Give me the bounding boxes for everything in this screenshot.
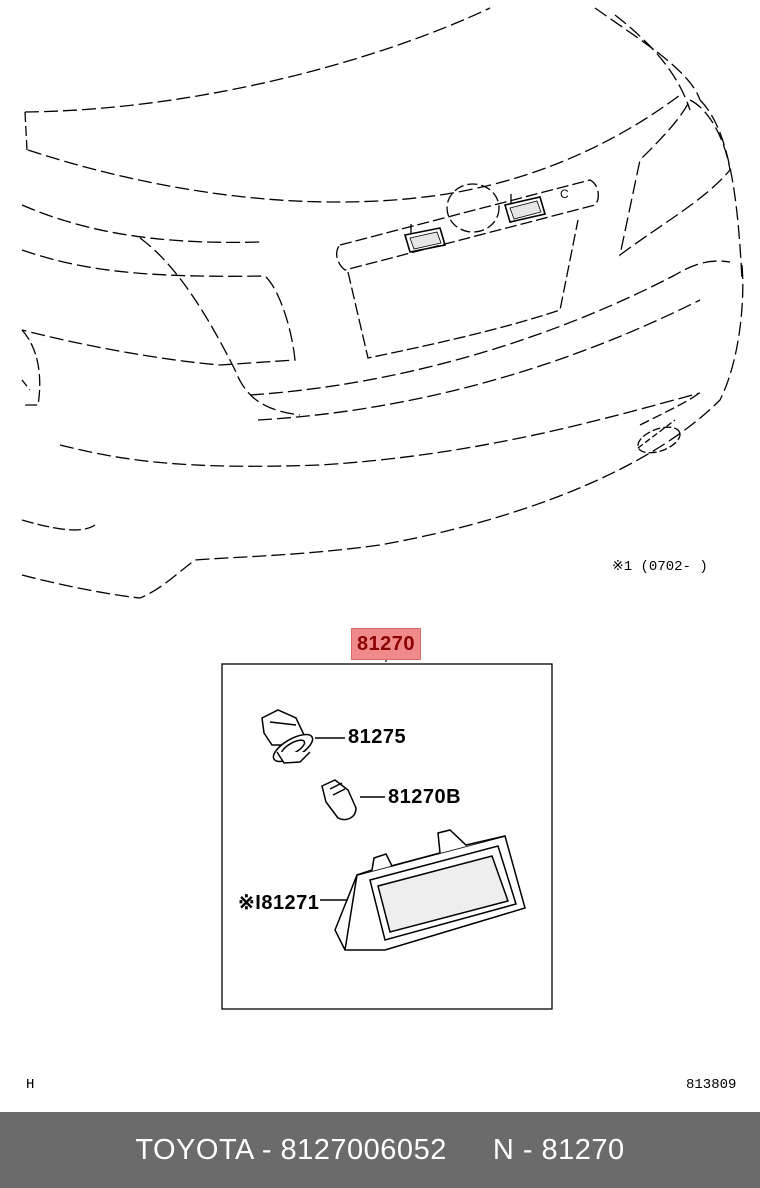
parts-box [221,663,553,1010]
corner-code-left: H [26,1077,35,1093]
part-label-81275[interactable]: 81275 [348,726,407,748]
main-part-number-label[interactable]: 81270 [351,628,421,660]
applicability-note: ※1 (0702- ) [612,559,708,575]
part-label-81270b[interactable]: 81270B [388,786,462,808]
license-lamp-right [503,196,547,223]
bulb-81270b-drawing [321,779,385,821]
footer-brand-part: TOYOTA - 8127006052 [135,1133,447,1166]
license-plate-recess [336,179,599,271]
license-lamp-left [403,227,447,253]
trunk-lid-outline [24,7,491,113]
left-tail-light [21,204,261,244]
socket-81275-drawing [261,709,345,764]
footer-bar: TOYOTA - 8127006052 N - 81270 [0,1112,760,1188]
svg-text:C: C [560,187,569,201]
emblem-outline [446,183,500,233]
bumper-outline [249,260,731,396]
right-tail-light [619,99,731,257]
car-rear-diagram: C [21,7,744,1010]
illustration-number: 813809 [686,1077,737,1093]
footer-ref: N - 81270 [492,1133,625,1166]
part-label-81271[interactable]: ※I81271 [238,892,320,914]
exhaust-tip [637,426,681,454]
lamp-81271-drawing [320,829,526,951]
